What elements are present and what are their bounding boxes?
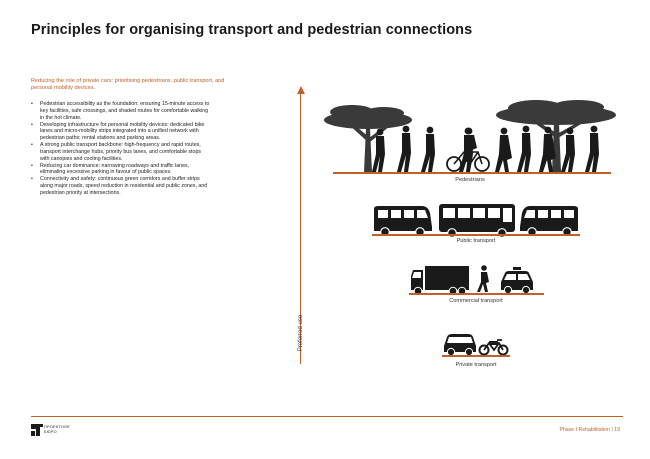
cyclist-icon	[446, 127, 490, 172]
truck-icon	[411, 266, 469, 294]
page-info: Phase I Rehabilitation I 19	[559, 427, 620, 433]
minibus-icon	[374, 206, 432, 237]
private-transport-illustration	[444, 334, 509, 356]
acacia-tree-icon	[324, 105, 412, 172]
page-title: Principles for organising transport and …	[31, 22, 473, 38]
bureau-logo-icon	[31, 424, 43, 436]
tier-label: Pedestrians	[455, 177, 485, 183]
list-item: A strong public transport backbone: high…	[31, 142, 211, 163]
tier-label: Private transport	[455, 362, 497, 368]
bureau-logo-text: ПРОЕКТНОЕ БЮРО	[44, 425, 70, 434]
taxi-icon	[501, 267, 533, 294]
list-item: Connectivity and safety: continuous gree…	[31, 176, 211, 197]
courier-person-icon	[477, 265, 489, 292]
pedestrians-illustration	[324, 100, 616, 172]
logo-line: БЮРО	[44, 429, 57, 434]
tier-ground-line	[409, 293, 544, 295]
tier-ground-line	[442, 355, 510, 357]
tier-ground-line	[372, 234, 580, 236]
footer-divider	[31, 416, 623, 417]
acacia-tree-icon	[496, 100, 616, 172]
minibus-icon	[520, 206, 578, 237]
list-item: Reducing car dominance: narrowing roadwa…	[31, 163, 211, 177]
tier-label: Commercial transport	[449, 298, 503, 304]
tier-label: Public transport	[456, 238, 496, 244]
list-item: Pedestrian accessibility as the foundati…	[31, 101, 211, 122]
axis-label: Preferred use	[298, 314, 304, 352]
list-item: Developing infrastructure for personal m…	[31, 122, 211, 143]
public-transport-illustration	[374, 204, 578, 237]
commercial-transport-illustration	[411, 265, 533, 294]
intro-subtitle: Reducing the role of private cars: prior…	[31, 78, 225, 92]
preference-axis	[300, 92, 302, 364]
principles-list: Pedestrian accessibility as the foundati…	[31, 101, 211, 197]
tier-ground-line	[333, 172, 611, 174]
motorcycle-icon	[478, 339, 509, 356]
logo-line: ПРОЕКТНОЕ	[44, 425, 71, 429]
axis-arrowhead-icon	[296, 86, 305, 94]
bus-icon	[439, 204, 515, 237]
car-icon	[444, 334, 476, 356]
